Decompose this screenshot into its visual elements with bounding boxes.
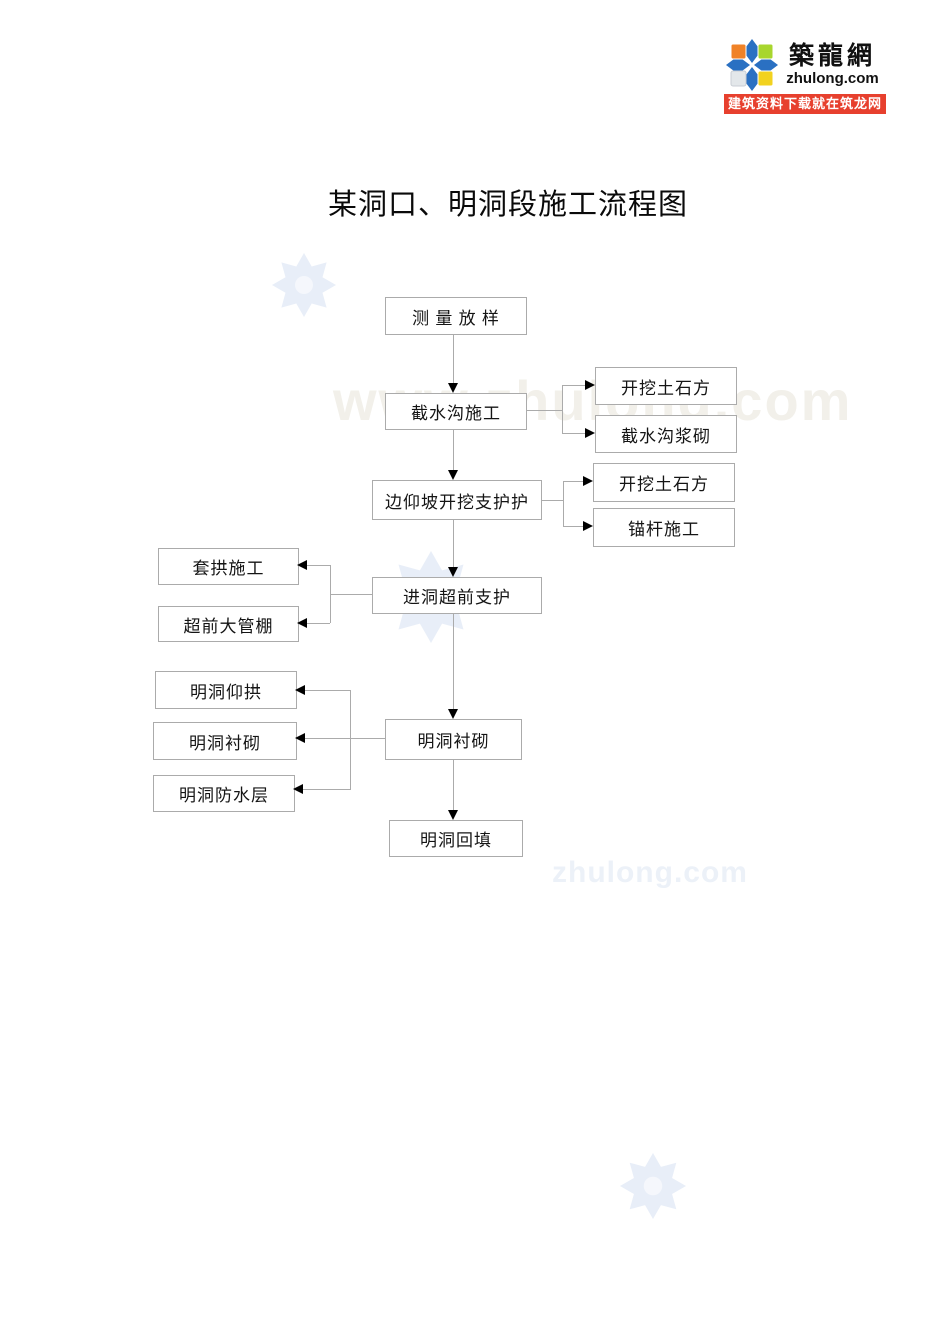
flow-node-label: 开挖土石方 (621, 378, 711, 398)
logo-site-name: 築龍網 (788, 43, 876, 70)
arrowhead-left-icon (297, 560, 307, 570)
zhulong-logo: 築龍網 zhulong.com 建筑资料下载就在筑龙网 (724, 36, 886, 114)
connector-line (563, 481, 583, 482)
logo-text-column: 築龍網 zhulong.com (779, 44, 886, 86)
logo-top: 築龍網 zhulong.com (724, 36, 886, 94)
flow-node-slope-excavation-support: 边仰坡开挖支护护 (372, 480, 542, 520)
connector-line (453, 758, 454, 810)
flow-node-label: 明洞防水层 (179, 786, 269, 805)
connector-line (305, 738, 385, 739)
arrowhead-down-icon (448, 709, 458, 719)
flow-node-label: 超前大管棚 (183, 616, 274, 636)
connector-line (562, 385, 585, 386)
connector-line (563, 481, 564, 527)
connector-line (307, 623, 330, 624)
arrowhead-left-icon (293, 784, 303, 794)
connector-line (563, 526, 583, 527)
snowflake-icon (272, 253, 336, 317)
page-title: 某洞口、明洞段施工流程图 (328, 189, 689, 221)
arrowhead-down-icon (448, 810, 458, 820)
connector-line (540, 500, 563, 501)
snowflake-icon (620, 1153, 686, 1219)
arrowhead-left-icon (295, 733, 305, 743)
logo-banner: 建筑资料下载就在筑龙网 (724, 94, 886, 114)
connector-line (525, 410, 562, 411)
arrowhead-right-icon (583, 521, 593, 531)
connector-line (453, 612, 454, 709)
flow-node-backfill: 明洞回填 (389, 820, 523, 857)
connector-line (453, 518, 454, 567)
flow-node-label: 截水沟施工 (411, 404, 501, 423)
connector-line (303, 789, 350, 790)
connector-line (562, 433, 585, 434)
arrowhead-left-icon (295, 685, 305, 695)
flow-node-waterproof-layer: 明洞防水层 (153, 775, 295, 812)
arrowhead-down-icon (448, 567, 458, 577)
pinwheel-logo-icon (726, 39, 778, 91)
connector-line (562, 385, 563, 434)
arrowhead-left-icon (297, 618, 307, 628)
connector-line (330, 565, 331, 623)
flow-node-advance-support: 进洞超前支护 (372, 577, 542, 614)
flow-node-open-tunnel-lining-center: 明洞衬砌 (385, 719, 522, 760)
flow-node-label: 开挖土石方 (619, 475, 709, 494)
flow-node-label: 明洞衬砌 (417, 732, 490, 751)
flow-node-label: 明洞回填 (420, 831, 492, 850)
watermark-small: zhulong.com (552, 856, 748, 889)
flow-node-label: 测 量 放 样 (412, 308, 500, 328)
arrowhead-right-icon (585, 428, 595, 438)
flow-node-label: 边仰坡开挖支护护 (385, 492, 529, 512)
connector-line (330, 594, 372, 595)
logo-site-domain: zhulong.com (786, 70, 879, 87)
flow-node-label: 锚杆施工 (628, 520, 700, 539)
connector-line (307, 565, 330, 566)
flow-node-survey-layout: 测 量 放 样 (385, 297, 527, 335)
flow-node-excavation-1: 开挖土石方 (595, 367, 737, 405)
connector-line (453, 428, 454, 470)
flow-node-label: 明洞仰拱 (190, 682, 262, 702)
flow-node-arch-construction: 套拱施工 (158, 548, 299, 585)
flow-node-label: 进洞超前支护 (403, 588, 511, 607)
flow-node-label: 套拱施工 (192, 559, 265, 578)
flow-node-intercepting-ditch: 截水沟施工 (385, 393, 527, 430)
flow-node-label: 截水沟浆砌 (621, 426, 711, 446)
connector-line (350, 690, 351, 790)
arrowhead-down-icon (448, 383, 458, 393)
arrowhead-right-icon (583, 476, 593, 486)
arrowhead-right-icon (585, 380, 595, 390)
flow-node-ditch-masonry: 截水沟浆砌 (595, 415, 737, 453)
flow-node-excavation-2: 开挖土石方 (593, 463, 735, 502)
flow-node-open-tunnel-invert: 明洞仰拱 (155, 671, 297, 709)
flow-node-open-tunnel-lining-left: 明洞衬砌 (153, 722, 297, 760)
connector-line (305, 690, 350, 691)
flow-node-label: 明洞衬砌 (189, 733, 261, 753)
flow-node-anchor-bolt: 锚杆施工 (593, 508, 735, 547)
connector-line (453, 333, 454, 383)
arrowhead-down-icon (448, 470, 458, 480)
flow-node-pipe-shed: 超前大管棚 (158, 606, 299, 642)
